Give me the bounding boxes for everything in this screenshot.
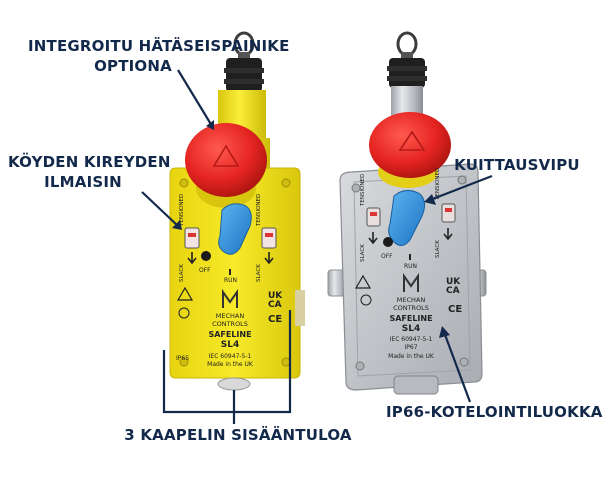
left-off-label: OFF xyxy=(199,267,211,274)
right-rubber-boot xyxy=(389,58,425,88)
enclosure-arrow xyxy=(442,331,472,403)
left-ukca-1: UK xyxy=(268,291,283,301)
left-warning-icon xyxy=(176,286,194,301)
right-warning-icon xyxy=(354,274,372,289)
left-brand-line1: MECHAN xyxy=(216,312,245,320)
right-estop-button xyxy=(369,112,451,178)
left-tensioned-label-l: TENSIONED xyxy=(179,194,185,227)
left-ce-mark: CE xyxy=(268,314,282,325)
reset-lever-callout: KUITTAUSVIPU xyxy=(454,156,580,174)
left-bottom-cable-entry xyxy=(217,377,251,391)
left-tensioned-label-r: TENSIONED xyxy=(256,194,262,227)
callout-arrows xyxy=(141,69,493,424)
right-ul-mark-icon xyxy=(360,294,372,306)
estop-arrow xyxy=(177,69,213,127)
enclosure-rating-callout: IP66-KOTELOINTILUOKKA xyxy=(386,403,603,421)
left-standard: IEC 60947-5-1 xyxy=(209,353,252,360)
left-ukca-2: CA xyxy=(268,300,282,310)
right-model: SL4 xyxy=(402,324,420,334)
left-slack-label-r: SLACK xyxy=(256,264,262,282)
left-reset-lever xyxy=(218,203,252,255)
left-made-in: Made in the UK xyxy=(207,361,254,368)
right-made-in: Made in the UK xyxy=(388,353,435,360)
right-device: TENSIONED TENSIONED SLACK SLACK OFF RUN … xyxy=(327,31,487,395)
reset-arrow xyxy=(429,174,493,202)
rope-arrow xyxy=(141,191,179,227)
right-ce-mark: CE xyxy=(448,304,462,315)
estop-callout: INTEGROITU HÄTÄSEISPAINIKE OPTIONA xyxy=(28,36,290,76)
estop-callout-line2: OPTIONA xyxy=(94,57,172,75)
right-tensioned-label-r: TENSIONED xyxy=(435,168,441,201)
right-slack-label-r: SLACK xyxy=(435,240,441,258)
right-run-label: RUN xyxy=(404,263,417,270)
right-ip-rating: IP67 xyxy=(404,344,417,351)
right-off-label: OFF xyxy=(381,253,393,260)
left-rope-indicator-r xyxy=(261,227,277,249)
left-brand-logo xyxy=(222,288,238,308)
right-rope-indicator-r xyxy=(441,203,456,223)
right-eye-ring xyxy=(396,31,418,57)
rope-callout-line1: KÖYDEN KIREYDEN xyxy=(8,153,171,171)
right-slack-label-l: SLACK xyxy=(360,244,366,262)
estop-callout-line1: INTEGROITU HÄTÄSEISPAINIKE xyxy=(28,37,290,55)
left-ul-mark-icon xyxy=(178,307,190,319)
left-product-name: SAFELINE xyxy=(208,330,251,339)
right-rope-indicator-l xyxy=(366,207,381,227)
left-slack-label-l: SLACK xyxy=(179,264,185,282)
right-ukca-2: CA xyxy=(446,286,460,296)
right-brand-logo xyxy=(403,272,419,292)
right-standard: IEC 60947-5-1 xyxy=(390,336,433,343)
right-tensioned-label-l: TENSIONED xyxy=(360,174,366,207)
left-run-label: RUN xyxy=(224,277,237,284)
rope-tension-callout: KÖYDEN KIREYDEN ILMAISIN xyxy=(8,152,171,192)
right-ukca-1: UK xyxy=(446,277,461,287)
right-reset-lever xyxy=(388,190,426,246)
left-device: TENSIONED TENSIONED SLACK SLACK OFF RUN … xyxy=(169,31,305,391)
left-estop-button xyxy=(185,123,267,197)
right-bottom-cable-entry xyxy=(393,375,439,395)
left-rope-indicator-l xyxy=(184,227,200,249)
right-brand-line1: MECHAN xyxy=(397,296,426,304)
cable-bracket xyxy=(162,310,292,424)
left-brand-line2: CONTROLS xyxy=(212,320,248,328)
cable-entries-callout: 3 KAAPELIN SISÄÄNTULOA xyxy=(124,426,352,444)
right-product-name: SAFELINE xyxy=(389,314,432,323)
left-enclosure xyxy=(169,167,301,379)
left-ip-rating: IP65 xyxy=(176,355,189,362)
rope-callout-line2: ILMAISIN xyxy=(44,173,122,191)
right-brand-line2: CONTROLS xyxy=(393,304,429,312)
left-model: SL4 xyxy=(221,340,239,350)
